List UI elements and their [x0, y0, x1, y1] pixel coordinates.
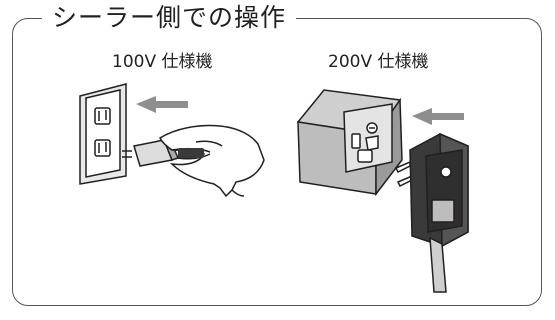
- adapter-plug-icon: [394, 132, 469, 293]
- label-200v-model: 200V 仕様機: [328, 52, 429, 72]
- voltage-adapter-icon: [296, 89, 403, 197]
- wall-outlet-icon: [79, 83, 127, 185]
- arrow-left-icon: [136, 96, 188, 113]
- arrow-left-icon: [412, 108, 464, 125]
- panel-title: シーラー側での操作: [42, 0, 297, 36]
- plug-in-hand-icon: [122, 124, 265, 198]
- label-100v-model: 100V 仕様機: [112, 52, 213, 72]
